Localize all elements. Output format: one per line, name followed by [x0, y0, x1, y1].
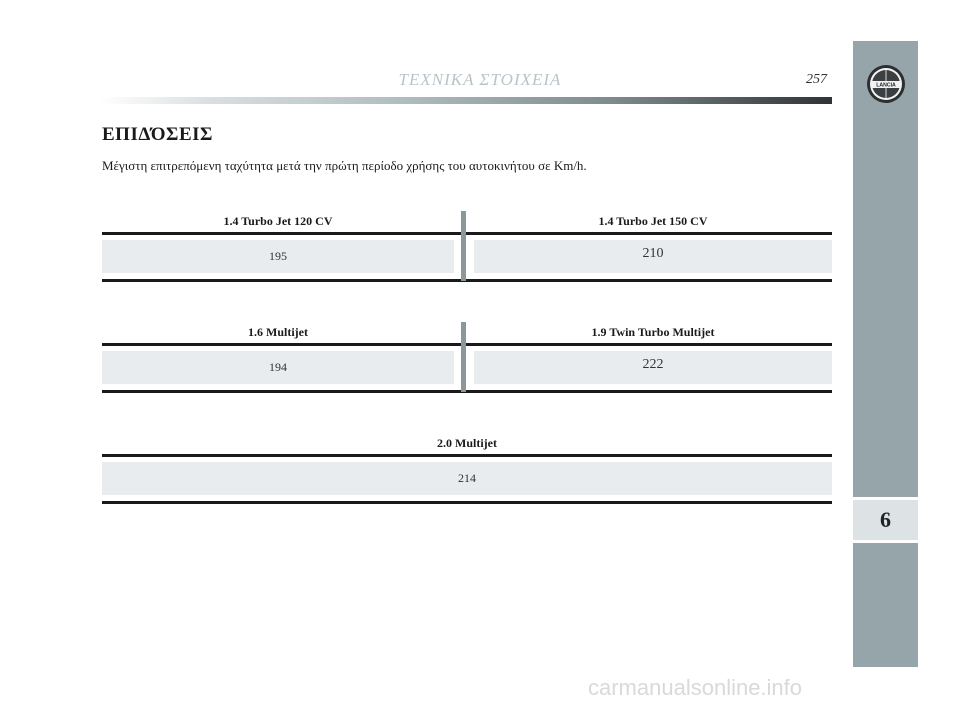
table-rule: [102, 343, 832, 346]
speed-value: 194: [102, 351, 454, 384]
page-number: 257: [806, 72, 827, 87]
chapter-side-tab: [853, 41, 918, 667]
table-rule: [102, 232, 832, 235]
header-rule: [100, 97, 832, 104]
speed-value: 214: [102, 462, 832, 495]
engine-label: 2.0 Multijet: [437, 436, 497, 450]
engine-label: 1.6 Multijet: [248, 325, 308, 339]
engine-label: 1.9 Twin Turbo Multijet: [591, 325, 715, 339]
running-header-title: ΤΕΧΝΙΚΑ ΣΤΟΙΧΕΙΑ: [398, 70, 562, 89]
section-intro: Μέγιστη επιτρεπόμενη ταχύτητα μετά την π…: [102, 158, 587, 173]
chapter-number: 6: [853, 497, 918, 543]
table-rule: [102, 454, 832, 457]
column-divider: [461, 211, 466, 281]
speed-value: 195: [102, 240, 454, 273]
speed-value: 210: [474, 240, 832, 273]
speed-value: 222: [474, 351, 832, 384]
svg-text:LANCIA: LANCIA: [876, 83, 896, 89]
section-title: ΕΠΙΔΌΣΕΙΣ: [102, 124, 213, 145]
engine-label: 1.4 Turbo Jet 150 CV: [598, 214, 708, 228]
watermark: carmanualsonline.info: [588, 675, 803, 700]
table-rule: [102, 390, 832, 393]
lancia-logo-icon: LANCIA: [867, 65, 905, 103]
engine-label: 1.4 Turbo Jet 120 CV: [223, 214, 333, 228]
table-rule: [102, 501, 832, 504]
table-rule: [102, 279, 832, 282]
column-divider: [461, 322, 466, 392]
